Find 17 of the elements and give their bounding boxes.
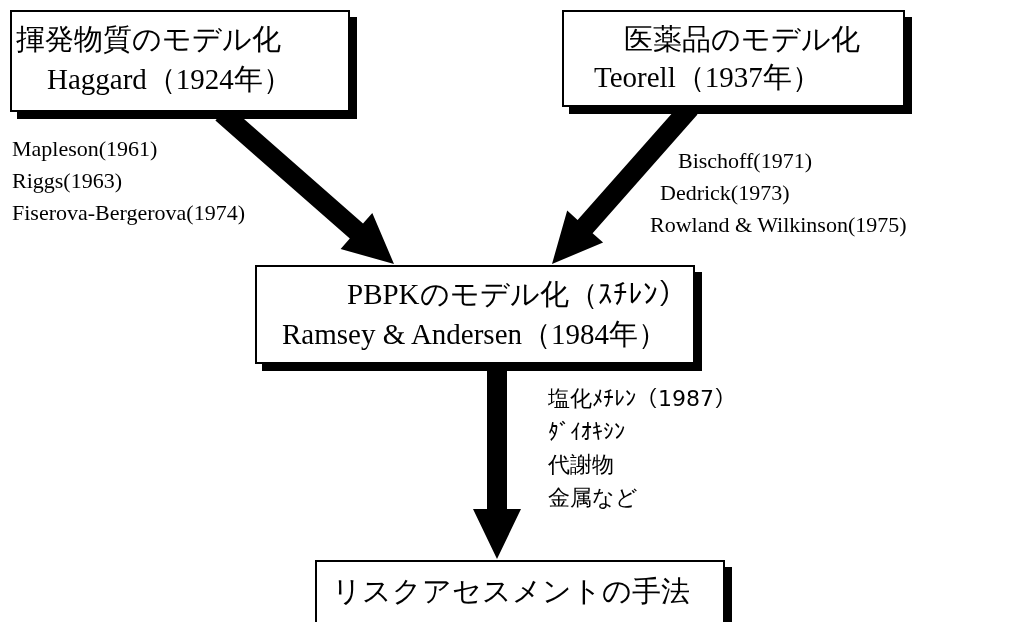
annotation-text: 金属など — [548, 485, 638, 511]
box-heading: リスクアセスメントの手法 — [332, 574, 690, 608]
annotation-text: Riggs(1963) — [12, 168, 122, 194]
annotation-text: Fiserova-Bergerova(1974) — [12, 200, 245, 226]
annotation-text: ﾀﾞｲｵｷｼﾝ — [548, 419, 625, 445]
box-text: Haggard（1924年） — [47, 62, 292, 96]
annotation-text: Dedrick(1973) — [660, 180, 790, 206]
annotation-text: Mapleson(1961) — [12, 136, 158, 162]
box-heading: PBPKのモデル化（ｽﾁﾚﾝ） — [347, 277, 687, 311]
box-text: Teorell（1937年） — [594, 60, 821, 94]
annotation-text: Rowland & Wilkinson(1975) — [650, 212, 907, 238]
annotation-text: 塩化ﾒﾁﾚﾝ（1987） — [548, 386, 736, 412]
box-heading: 揮発物質のモデル化 — [16, 22, 281, 56]
box-heading: 医薬品のモデル化 — [624, 22, 860, 56]
box-text: Ramsey & Andersen（1984年） — [282, 317, 667, 351]
annotation-text: Bischoff(1971) — [678, 148, 813, 174]
annotation-text: 代謝物 — [548, 452, 614, 478]
